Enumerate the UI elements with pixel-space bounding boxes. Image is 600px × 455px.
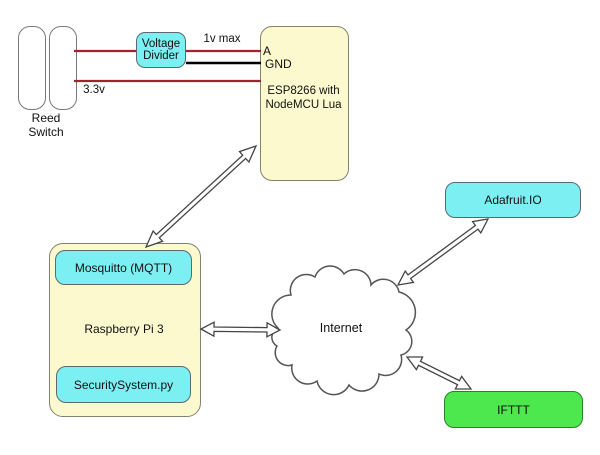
adafruit-io-box: Adafruit.IO <box>445 182 581 218</box>
esp8266-pin-gnd-label: GND <box>265 57 292 71</box>
mosquitto-label: Mosquitto (MQTT) <box>74 260 173 275</box>
arrow-esp-raspberrypi <box>144 144 258 249</box>
securitysystem-label: SecuritySystem.py <box>73 377 174 392</box>
reed-switch-left-contact <box>18 26 46 110</box>
arrow-internet-ifttt <box>405 356 473 390</box>
ifttt-box: IFTTT <box>444 391 583 428</box>
ifttt-label: IFTTT <box>497 402 530 417</box>
raspberry-pi-label: Raspberry Pi 3 <box>84 322 164 336</box>
wire-label-1v-max: 1v max <box>203 33 241 45</box>
internet-label: Internet <box>319 321 363 335</box>
mosquitto-box: Mosquitto (MQTT) <box>55 250 192 285</box>
securitysystem-box: SecuritySystem.py <box>56 366 191 403</box>
voltage-divider-box: Voltage Divider <box>136 32 186 68</box>
voltage-divider-label: Voltage Divider <box>141 38 181 62</box>
wire-label-3v3: 3.3v <box>83 84 105 96</box>
esp8266-box <box>260 26 349 181</box>
adafruit-io-label: Adafruit.IO <box>484 193 542 207</box>
esp8266-pin-a-label: A <box>263 44 272 58</box>
reed-switch-label: Reed Switch <box>28 111 64 140</box>
reed-switch-right-contact <box>49 26 77 110</box>
esp8266-label: ESP8266 with NodeMCU Lua <box>265 85 342 112</box>
arrow-internet-adafruit <box>396 218 490 286</box>
arrow-raspberrypi-internet <box>199 321 282 338</box>
